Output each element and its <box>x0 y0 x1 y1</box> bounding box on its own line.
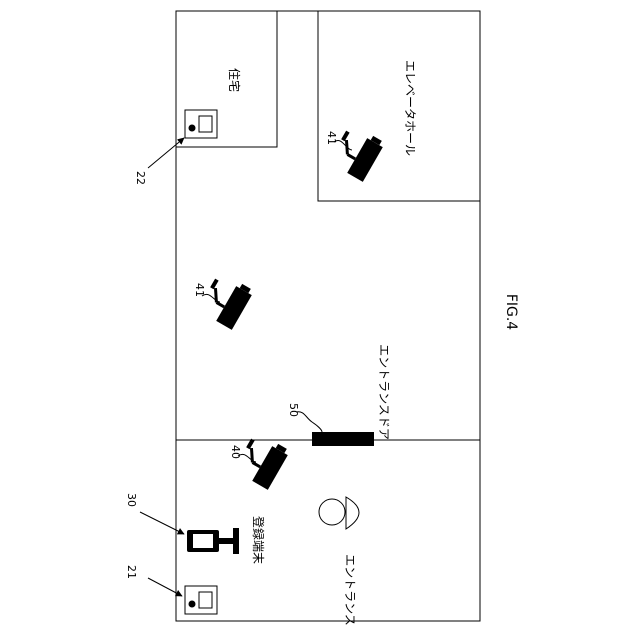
registration-terminal-label: 登録端末 <box>251 516 266 564</box>
entrance-door <box>312 432 374 446</box>
registration-terminal-icon <box>187 528 239 554</box>
ref-numeral-40: 40 <box>229 445 242 459</box>
ref-numeral-30: 30 <box>125 493 138 507</box>
elevator-hall-room <box>318 11 480 201</box>
ref-numeral-50: 50 <box>287 403 300 417</box>
intercom-residence-icon <box>185 110 217 138</box>
person-icon <box>319 497 359 529</box>
ref-numeral-41-corridor: 41 <box>193 283 206 297</box>
intercom-entrance-icon <box>185 586 217 614</box>
ref-numeral-41-elevator: 41 <box>325 131 338 145</box>
leader-arrow-21 <box>148 578 182 596</box>
leader-arrow-22 <box>148 138 184 168</box>
camera-corridor-icon <box>197 271 254 330</box>
ref-numeral-22: 22 <box>134 171 147 185</box>
ref-numeral-21: 21 <box>125 565 138 579</box>
elevator-hall-label: エレベータホール <box>403 60 417 156</box>
entrance-label: エントランス <box>343 554 357 626</box>
residence-label: 住宅 <box>227 68 242 92</box>
figure-label: FIG.4 <box>503 294 519 330</box>
entrance-door-label: エントランスドア <box>377 344 391 440</box>
leader-arrow-30 <box>140 512 184 534</box>
